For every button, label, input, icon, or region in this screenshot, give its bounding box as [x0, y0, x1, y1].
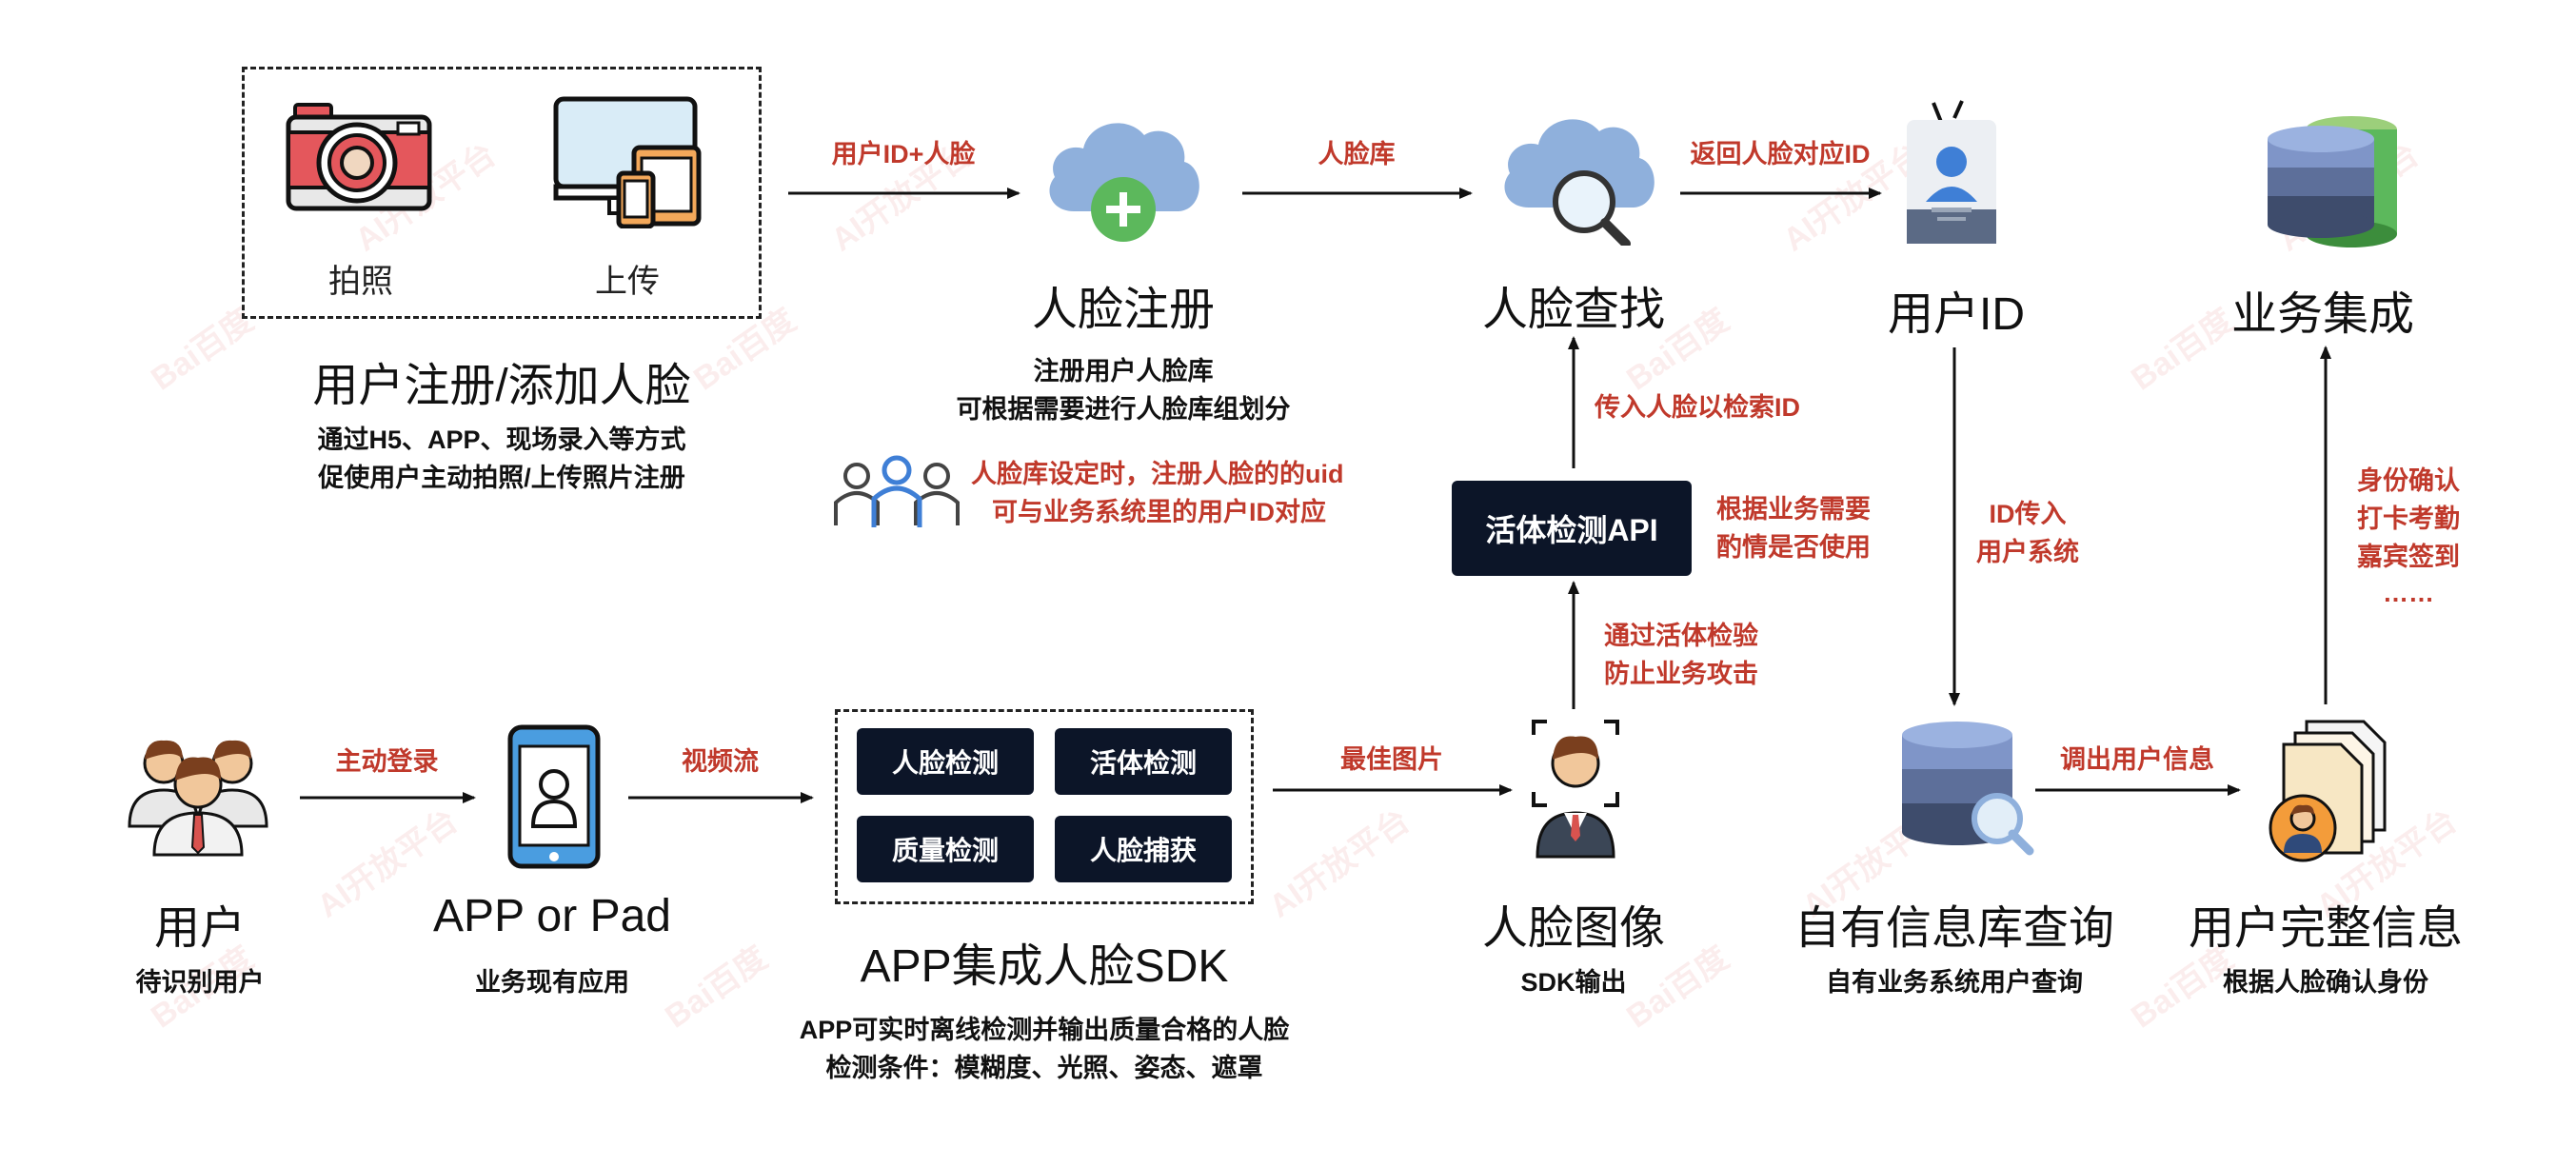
sdk-title: APP集成人脸SDK [860, 941, 1229, 992]
label-face-db: 人脸库 [1318, 140, 1396, 168]
registration-box [242, 67, 762, 319]
cloud-search-icon [1493, 103, 1664, 250]
face-register-desc-1: 注册用户人脸库 [1033, 357, 1214, 386]
own-db-desc: 自有业务系统用户查询 [1826, 968, 2083, 997]
camera-icon [286, 100, 433, 219]
users-group-icon [122, 714, 274, 861]
registration-desc-1: 通过H5、APP、现场录入等方式 [317, 425, 686, 454]
sdk-desc-2: 检测条件：模糊度、光照、姿态、遮罩 [825, 1054, 1263, 1082]
phone-user-icon [506, 723, 602, 876]
face-register-note-1: 人脸库设定时，注册人脸的的uid [971, 460, 1344, 488]
sdk-face-capture: 人脸捕获 [1055, 816, 1232, 882]
label-biz-3: 嘉宾签到 [2357, 543, 2460, 571]
face-search-title: 人脸查找 [1481, 285, 1665, 335]
label-biz-2: 打卡考勤 [2357, 504, 2460, 533]
people-group-icon [830, 455, 963, 536]
face-register-note-2: 可与业务系统里的用户ID对应 [992, 498, 1326, 526]
business-title: 业务集成 [2230, 289, 2414, 340]
registration-title: 用户注册/添加人脸 [312, 361, 691, 411]
label-active-login: 主动登录 [335, 747, 439, 776]
sdk-face-detect: 人脸检测 [857, 728, 1034, 795]
sdk-liveness-detect: 活体检测 [1055, 728, 1232, 795]
label-biz-4: …… [2383, 579, 2434, 607]
liveness-api-note-1: 根据业务需要 [1716, 495, 1871, 524]
label-pass-search: 传入人脸以检索ID [1595, 393, 1800, 422]
full-info-desc: 根据人脸确认身份 [2223, 968, 2428, 997]
label-fetch-user: 调出用户信息 [2060, 745, 2214, 774]
id-badge-icon [1899, 95, 2004, 252]
registration-desc-2: 促使用户主动拍照/上传照片注册 [318, 464, 685, 492]
face-register-title: 人脸注册 [1031, 285, 1215, 335]
sdk-box [835, 709, 1254, 904]
user-title: 用户 [153, 903, 246, 954]
label-best-image: 最佳图片 [1340, 745, 1443, 774]
face-scan-icon [1528, 716, 1623, 863]
database-search-icon [1894, 716, 2037, 863]
app-desc: 业务现有应用 [475, 968, 629, 997]
label-id-pass-1: ID传入 [1989, 500, 2067, 528]
label-video-stream: 视频流 [682, 747, 759, 776]
liveness-api-box: 活体检测API [1452, 481, 1692, 576]
face-image-title: 人脸图像 [1481, 903, 1665, 954]
face-register-desc-2: 可根据需要进行人脸库组划分 [956, 395, 1291, 424]
label-liveness-2: 防止业务攻击 [1604, 660, 1758, 688]
cloud-add-icon [1038, 107, 1209, 254]
label-liveness-1: 通过活体检验 [1604, 622, 1758, 650]
sdk-desc-1: APP可实时离线检测并输出质量合格的人脸 [799, 1016, 1290, 1044]
own-db-title: 自有信息库查询 [1793, 903, 2114, 954]
label-id-pass-2: 用户系统 [1976, 538, 2079, 566]
user-document-icon [2269, 716, 2392, 873]
devices-icon [552, 95, 704, 233]
full-info-title: 用户完整信息 [2188, 903, 2463, 954]
label-biz-1: 身份确认 [2357, 466, 2460, 495]
camera-label: 拍照 [328, 264, 393, 300]
face-image-desc: SDK输出 [1520, 968, 1627, 997]
app-title: APP or Pad [433, 891, 671, 941]
user-desc: 待识别用户 [135, 968, 265, 997]
user-id-title: 用户ID [1887, 289, 2025, 340]
liveness-api-note-2: 酌情是否使用 [1716, 533, 1871, 562]
upload-label: 上传 [595, 264, 660, 300]
label-return-id: 返回人脸对应ID [1690, 140, 1871, 168]
sdk-quality-detect: 质量检测 [857, 816, 1034, 882]
label-user-id-face: 用户ID+人脸 [831, 140, 976, 168]
database-stack-icon [2256, 112, 2408, 260]
